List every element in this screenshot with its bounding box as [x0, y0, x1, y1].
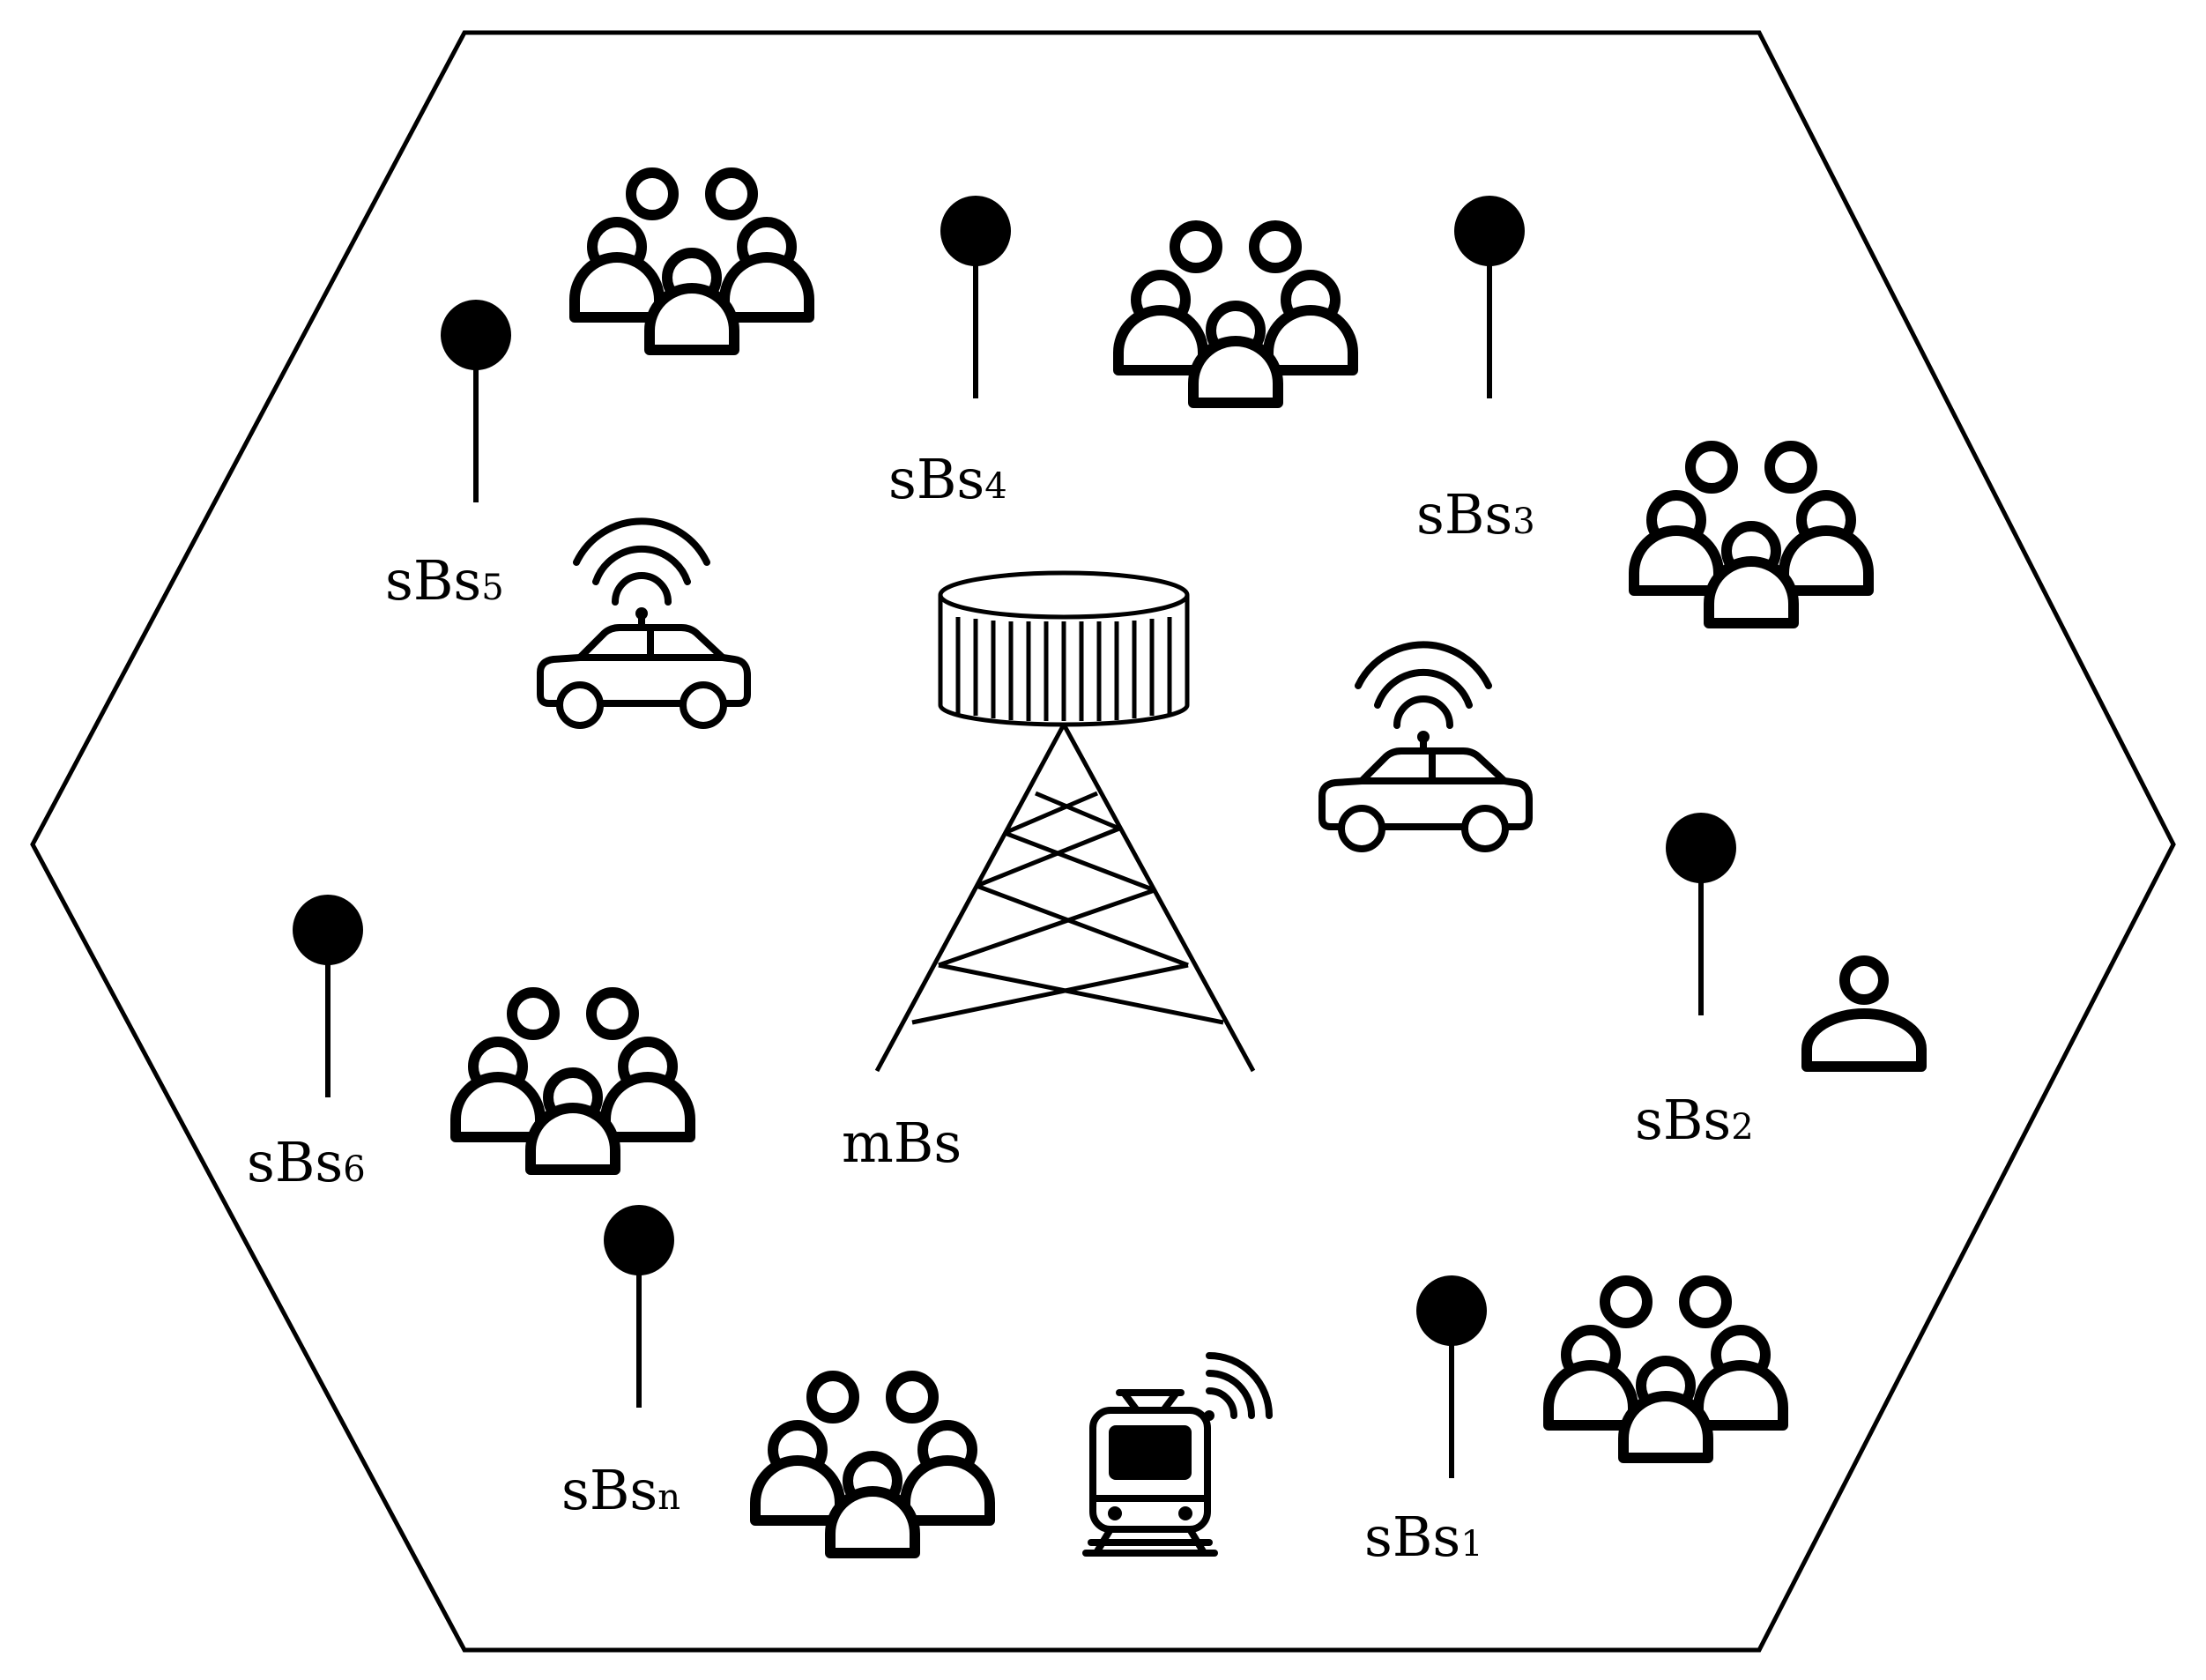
connected-train-icon [1082, 1352, 1273, 1557]
people-group-icon [456, 992, 690, 1170]
sbs-label-6: sBs6 [247, 1130, 366, 1194]
antenna-pin-icon [604, 1205, 674, 1408]
antenna-pin-icon [940, 196, 1011, 398]
sbs-label-5: sBs5 [385, 548, 504, 613]
connected-car-icon [540, 521, 747, 725]
sbs-label-4: sBs4 [888, 447, 1007, 511]
sbs-label-n: sBsn [561, 1458, 680, 1522]
antenna-pin-icon [441, 300, 511, 502]
mbs-label: mBs [842, 1111, 962, 1175]
people-group-icon [1118, 226, 1353, 403]
antenna-pin-icon [1666, 813, 1736, 1015]
sbs-label-2: sBs2 [1635, 1088, 1754, 1152]
people-group-icon [1549, 1281, 1783, 1458]
people-group-icon [575, 173, 809, 350]
person-icon [1801, 955, 1927, 1072]
antenna-pin-icon [293, 895, 363, 1097]
sbs-label-1: sBs1 [1364, 1505, 1483, 1569]
hexagon-cell [30, 30, 2176, 1653]
people-group-icon [755, 1376, 990, 1553]
sbs-label-3: sBs3 [1416, 482, 1535, 546]
antenna-pin-icon [1416, 1275, 1487, 1478]
connected-car-icon [1322, 644, 1529, 849]
cell-tower-icon [874, 570, 1256, 1073]
antenna-pin-icon [1454, 196, 1525, 398]
people-group-icon [1634, 446, 1868, 623]
